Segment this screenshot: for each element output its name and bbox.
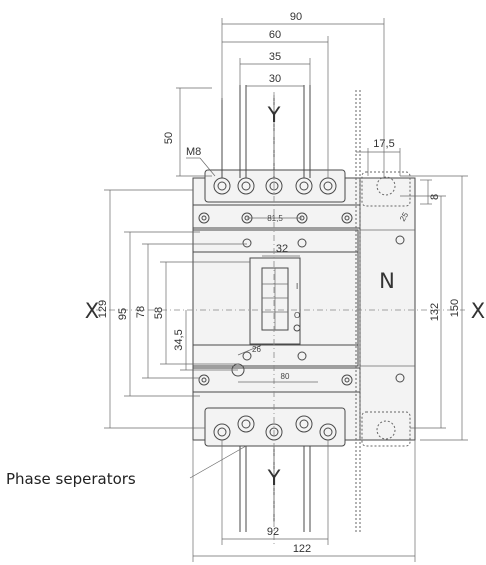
switch-on-mark: I [296, 282, 298, 291]
dim-129: 129 [97, 300, 109, 318]
inner-dimensions [237, 217, 318, 383]
dim-34-5: 34,5 [173, 329, 185, 350]
breaker-body [192, 169, 416, 447]
dim-95: 95 [117, 308, 129, 320]
dim-32: 32 [276, 243, 288, 255]
dim-92: 92 [267, 526, 279, 538]
dim-30: 30 [269, 73, 281, 85]
dim-8: 8 [429, 194, 441, 200]
dim-35: 35 [269, 51, 281, 63]
left-dimensions [104, 189, 250, 429]
right-dimensions [356, 148, 468, 441]
dim-81-5: 81,5 [267, 214, 283, 223]
dim-78: 78 [135, 306, 147, 318]
phase-separators-label: Phase seperators [6, 470, 136, 488]
switch-off-mark: O [294, 311, 300, 320]
top-dimensions [176, 18, 385, 178]
axis-x-left: X [85, 299, 99, 323]
neutral-label: N [379, 269, 395, 293]
neutral-pole-outline [361, 171, 411, 447]
bottom-dimensions [192, 440, 416, 562]
bottom-terminals [198, 351, 405, 441]
dim-26: 26 [252, 345, 261, 354]
dim-17-5: 17,5 [373, 138, 394, 150]
phase-bars [221, 85, 361, 532]
dim-132: 132 [429, 303, 441, 321]
dim-90: 90 [290, 11, 302, 23]
dim-80: 80 [281, 372, 290, 381]
dim-122: 122 [293, 543, 311, 555]
dim-m8: M8 [186, 146, 201, 158]
axis-x-right: X [471, 299, 485, 323]
phase-separators-leader [189, 445, 247, 479]
axis-y-bottom: Y [267, 466, 281, 490]
dim-150: 150 [449, 299, 461, 317]
operating-handle: I O [249, 257, 301, 345]
dim-50: 50 [163, 132, 175, 144]
axis-y-top: Y [267, 103, 281, 127]
dim-58: 58 [153, 307, 165, 319]
dim-60: 60 [269, 29, 281, 41]
center-lines [96, 92, 465, 545]
